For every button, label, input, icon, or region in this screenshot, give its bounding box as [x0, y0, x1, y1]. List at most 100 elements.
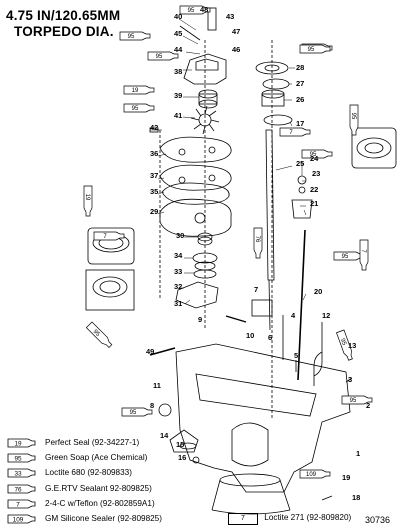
tube-code: 95: [130, 410, 137, 416]
tube-code: 109: [306, 472, 317, 478]
tube-icon: 76: [7, 484, 36, 493]
legend-label: 2-4-C w/Teflon (92-802859A1): [45, 498, 155, 508]
legend-code: 33: [14, 471, 22, 478]
tube-code: 95: [350, 113, 356, 120]
legend-label: Green Soap (Ace Chemical): [45, 453, 148, 463]
sealant-tube-icon: 95: [301, 149, 333, 159]
part-callout-24: 24: [310, 154, 319, 163]
tube-icon: 7: [7, 499, 36, 509]
sealant-tube-icon: 7: [279, 127, 311, 137]
part-callout-48: 48: [200, 5, 208, 14]
part-callout-2: 2: [366, 401, 370, 410]
part-callout-1: 1: [356, 449, 360, 458]
tube-code: 7: [289, 130, 293, 136]
part-callout-9: 9: [198, 315, 202, 324]
tube-code: 95: [350, 398, 357, 404]
part-callout-5: 5: [294, 351, 298, 360]
legend-code: 109: [13, 516, 24, 523]
part-callout-27: 27: [296, 79, 304, 88]
legend-extra-label: Loctite 271 (92-809820): [264, 513, 352, 522]
part-callout-10: 10: [246, 331, 254, 340]
part-callout-17: 17: [296, 119, 304, 128]
part-callout-14: 14: [160, 431, 169, 440]
part-callout-47: 47: [232, 27, 240, 36]
part-callout-43: 43: [226, 12, 234, 21]
part-callout-15: 15: [176, 440, 184, 449]
sealant-tube-icon: 95: [179, 5, 211, 15]
legend-label: G.E.RTV Sealant 92-809825): [45, 483, 152, 493]
part-callout-20: 20: [314, 287, 322, 296]
tube-code: 95: [310, 152, 317, 158]
part-callout-11: 11: [153, 381, 161, 390]
legend-row: 7 2-4-C w/Teflon (92-802859A1): [6, 497, 246, 512]
part-callout-26: 26: [296, 95, 304, 104]
legend-row: 19 Perfect Seal (92-34227-1): [6, 436, 246, 451]
legend-extra-row: 7 Loctite 271 (92-809820): [228, 513, 351, 525]
legend-row: 76 G.E.RTV Sealant 92-809825): [6, 482, 246, 497]
part-callout-6: 6: [268, 333, 272, 342]
tube-icon: 95: [7, 453, 36, 463]
part-callout-46: 46: [232, 45, 240, 54]
tube-code: 7: [103, 234, 107, 240]
part-callout-3: 3: [348, 375, 352, 384]
part-callout-33: 33: [174, 267, 182, 276]
tube-code: 95: [132, 106, 139, 112]
tube-code: 95: [339, 338, 347, 347]
part-callout-21: 21: [310, 199, 318, 208]
legend-code: 76: [14, 486, 22, 493]
legend-row: 95 Green Soap (Ace Chemical): [6, 451, 246, 466]
part-callout-38: 38: [174, 67, 182, 76]
sealant-tube-icon: 95: [349, 104, 359, 136]
part-callout-44: 44: [174, 45, 183, 54]
part-callout-12: 12: [322, 311, 330, 320]
part-callout-29: 29: [150, 207, 158, 216]
part-callout-40: 40: [174, 12, 182, 21]
sealant-tube-icon: 19: [83, 185, 93, 217]
sealant-tube-icon: 95: [147, 51, 179, 61]
legend-extra-badge: 7: [228, 513, 258, 525]
sealant-tube-icon: 19: [123, 85, 155, 95]
sealant-tube-icon: 76: [253, 227, 263, 259]
part-callout-31: 31: [174, 299, 182, 308]
sealant-tube-icon: 95: [299, 44, 331, 54]
part-callout-36: 36: [150, 149, 158, 158]
part-callout-42: 42: [150, 123, 158, 132]
part-callout-49: 49: [146, 347, 154, 356]
figure-number: 30736: [364, 515, 390, 525]
tube-icon: 19: [7, 438, 36, 448]
sealant-tube-icon: 7: [359, 239, 369, 271]
part-callout-16: 16: [178, 453, 186, 462]
part-callout-39: 39: [174, 91, 182, 100]
part-callout-45: 45: [174, 29, 182, 38]
sealant-tube-icon: 95: [341, 395, 373, 405]
legend-label: Perfect Seal (92-34227-1): [45, 438, 140, 447]
tube-code: 95: [342, 254, 349, 260]
sealant-tube-icon: 95: [85, 321, 113, 348]
sealant-tube-icon: 95: [333, 251, 365, 261]
sealant-tubes: 95959519959595957957695199595710979595: [83, 5, 373, 479]
tube-code: 95: [128, 34, 135, 40]
part-callouts: 1234567891011121314151617181920212223242…: [146, 5, 370, 502]
part-callout-25: 25: [296, 159, 304, 168]
tube-code: 95: [308, 47, 315, 53]
sealant-tube-icon: 95: [119, 31, 151, 41]
tube-code: 76: [254, 236, 260, 243]
sealant-legend: 19 Perfect Seal (92-34227-1) 95 Green Soap …: [6, 436, 246, 527]
title-line-2: TORPEDO DIA.: [14, 24, 114, 39]
sealant-tube-icon: 7: [93, 231, 125, 241]
tube-code: 95: [92, 329, 101, 338]
title-line-1: 4.75 IN/120.65MM: [6, 8, 121, 23]
part-callout-34: 34: [174, 251, 183, 260]
part-callout-4: 4: [291, 311, 296, 320]
sealant-tube-icon: 109: [299, 469, 331, 479]
tube-icon: 109: [7, 514, 36, 524]
tube-code: 95: [156, 54, 163, 60]
legend-code: 19: [14, 440, 22, 447]
part-callout-32: 32: [174, 282, 182, 291]
part-callout-28: 28: [296, 63, 304, 72]
legend-code: 95: [14, 455, 22, 462]
